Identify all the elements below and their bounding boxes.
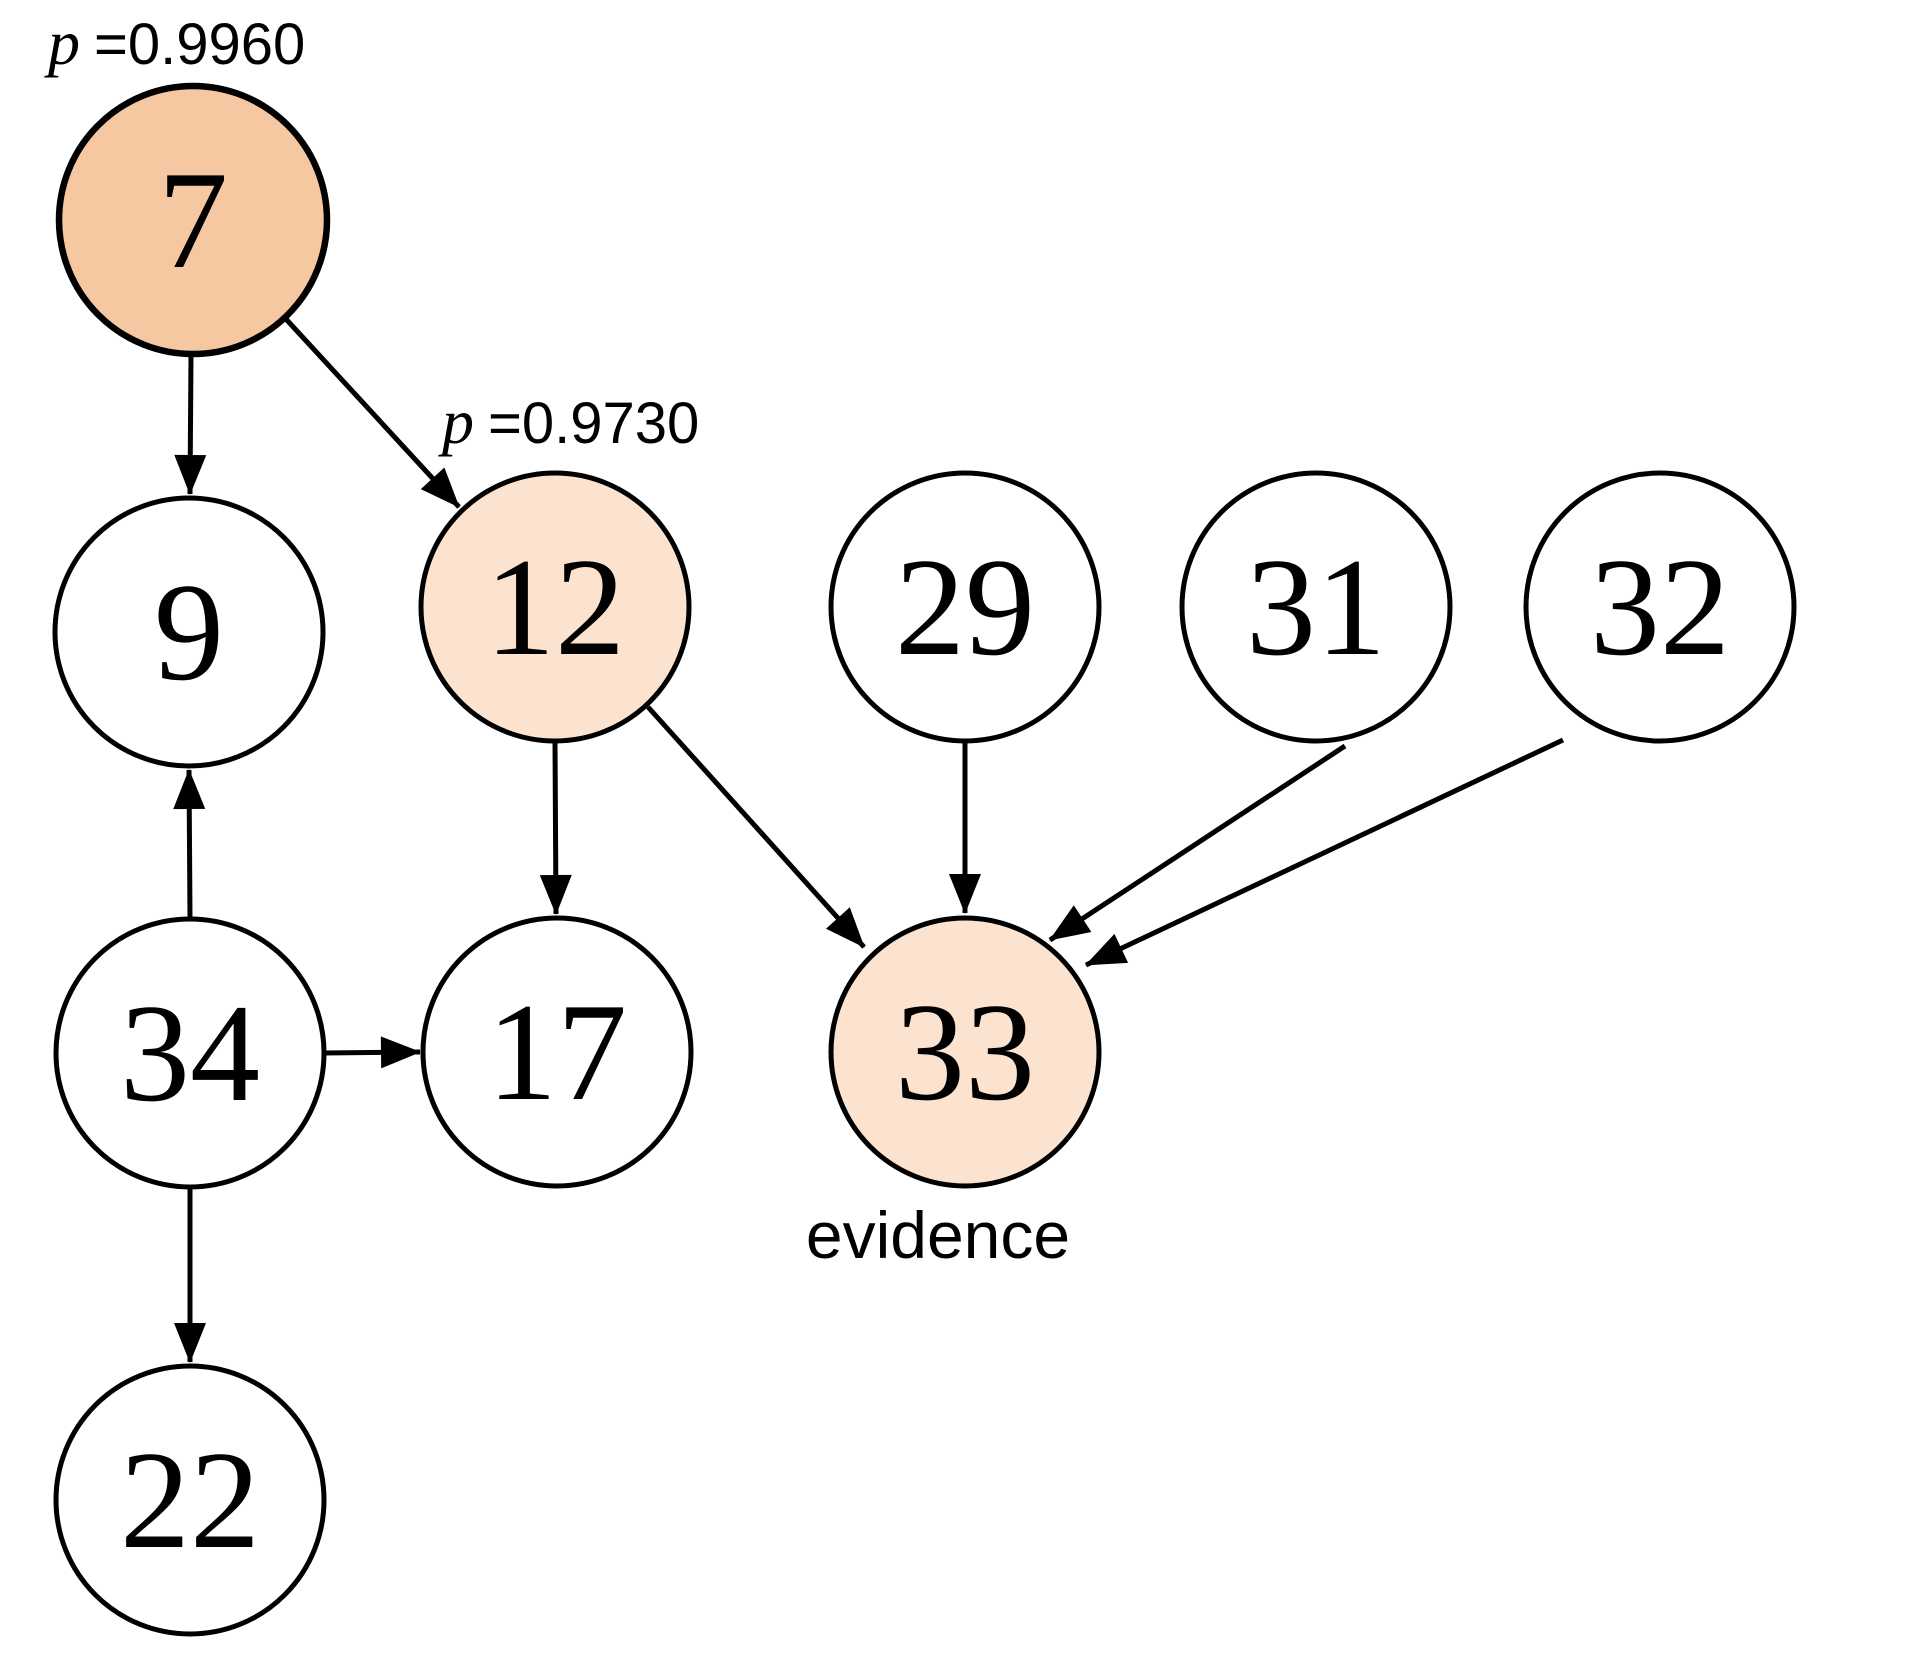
- node-34: 34: [53, 916, 327, 1190]
- node-7: 7: [55, 82, 331, 358]
- node-34-circle: [53, 916, 327, 1190]
- probability-label-node-7: p=0.9960: [44, 7, 305, 78]
- edge-32-to-33: [1084, 737, 1565, 968]
- edge-34-to-17: [323, 1036, 421, 1069]
- evidence-label: evidence: [806, 1198, 1070, 1272]
- node-12-label: 12: [485, 530, 625, 685]
- edge-7-to-9: [174, 354, 207, 495]
- node-32-label: 32: [1590, 530, 1730, 685]
- probability-value: =0.9730: [488, 391, 699, 456]
- node-22-label: 22: [120, 1423, 260, 1578]
- node-7-circle: [55, 82, 331, 358]
- node-17: 17: [420, 915, 694, 1189]
- node-29-label: 29: [895, 530, 1035, 685]
- probability-label-node-12: p=0.9730: [438, 386, 699, 457]
- probability-value: =0.9960: [94, 12, 305, 77]
- node-33: 33: [828, 915, 1102, 1189]
- node-22: 22: [53, 1363, 327, 1637]
- node-9: 9: [52, 495, 326, 769]
- node-7-label: 7: [158, 143, 228, 298]
- edge-34-to-9: [173, 769, 206, 919]
- node-31-label: 31: [1246, 530, 1386, 685]
- probability-symbol: p: [438, 386, 474, 457]
- probability-symbol: p: [44, 7, 80, 78]
- node-17-label: 17: [487, 975, 627, 1130]
- node-34-label: 34: [120, 976, 260, 1131]
- node-33-circle: [828, 915, 1102, 1189]
- node-33-label: 33: [895, 975, 1035, 1130]
- edge-7-to-12: [283, 316, 461, 509]
- node-31: 31: [1179, 470, 1453, 744]
- node-17-circle: [420, 915, 694, 1189]
- edge-31-to-33: [1048, 743, 1347, 943]
- node-9-label: 9: [154, 555, 224, 710]
- node-31-circle: [1179, 470, 1453, 744]
- node-12: 12: [418, 470, 692, 744]
- edge-12-to-33: [646, 705, 866, 949]
- node-32: 32: [1523, 470, 1797, 744]
- node-9-circle: [52, 495, 326, 769]
- node-12-circle: [418, 470, 692, 744]
- node-29: 29: [828, 470, 1102, 744]
- edge-12-to-17: [539, 741, 572, 915]
- node-22-circle: [53, 1363, 327, 1637]
- node-29-circle: [828, 470, 1102, 744]
- node-32-circle: [1523, 470, 1797, 744]
